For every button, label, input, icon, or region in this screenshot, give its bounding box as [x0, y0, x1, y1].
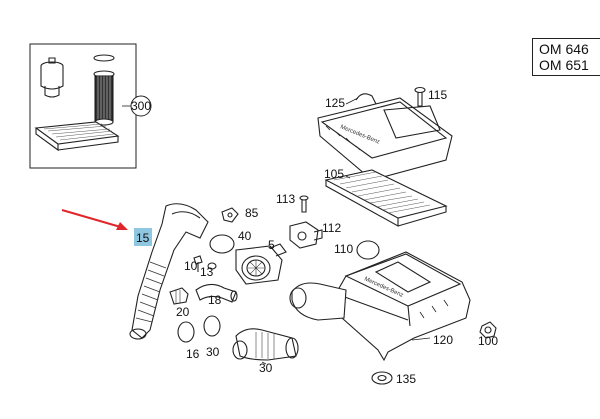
part-label-120[interactable]: 30	[259, 361, 273, 375]
part-label-30[interactable]: 30	[206, 345, 220, 359]
washer-icon[interactable]	[207, 262, 217, 270]
part-label-125[interactable]: 125	[325, 96, 345, 110]
air-filter-element-part[interactable]	[324, 169, 448, 227]
engine-code-1: OM 646	[539, 41, 589, 57]
part-label-105[interactable]: 105	[324, 167, 344, 181]
red-arrow-icon	[61, 209, 128, 230]
seal-icon[interactable]	[356, 240, 380, 260]
part-label-85[interactable]: 85	[245, 206, 259, 220]
part-label-5[interactable]: 5	[268, 238, 275, 252]
connector-icon[interactable]	[169, 287, 189, 305]
part-label-135[interactable]: 100	[478, 334, 498, 348]
part-label-15[interactable]: 15	[136, 231, 150, 245]
air-mass-meter-part[interactable]	[235, 243, 287, 285]
part-label-110[interactable]: 110	[334, 242, 353, 256]
screw-icon[interactable]	[414, 86, 426, 107]
engine-code-2: OM 651	[539, 57, 589, 73]
clamp-icon[interactable]	[203, 315, 221, 337]
part-label-100[interactable]: 120	[433, 333, 453, 347]
part-label-112[interactable]: 112	[322, 221, 341, 235]
intake-duct-part[interactable]	[232, 328, 299, 361]
bolt-icon[interactable]	[193, 255, 203, 272]
hose-part[interactable]	[195, 283, 238, 303]
screw-icon[interactable]	[299, 195, 309, 213]
upper-housing-part[interactable]: Mercedes-Benz	[317, 93, 453, 181]
part-label-13[interactable]: 13	[200, 265, 214, 279]
part-label-130[interactable]: 135	[396, 372, 416, 386]
fuel-filter-icon	[40, 57, 64, 98]
part-label-300[interactable]: 300	[131, 99, 151, 113]
part-label-20[interactable]: 20	[176, 305, 190, 319]
highlight-box	[134, 228, 152, 246]
part-label-115[interactable]: 115	[428, 88, 447, 102]
intake-pipe-part[interactable]	[129, 203, 209, 340]
engine-code-box: OM 646 OM 651	[532, 38, 600, 76]
nut-icon[interactable]	[479, 321, 497, 339]
intake-snorkel-part	[289, 282, 347, 321]
part-label-40[interactable]: 40	[238, 229, 252, 243]
grommet-icon[interactable]	[371, 371, 393, 385]
seal-ring-icon[interactable]	[209, 234, 235, 254]
sensor-icon[interactable]	[289, 221, 323, 249]
part-label-18[interactable]: 18	[208, 293, 222, 307]
clamp-icon[interactable]	[177, 321, 195, 343]
air-filter-panel-icon	[34, 121, 120, 152]
part-label-113[interactable]: 113	[276, 192, 295, 206]
part-label-16[interactable]: 16	[186, 347, 200, 361]
part-label-10[interactable]: 10	[184, 259, 198, 273]
filter-kit-inset[interactable]	[29, 43, 152, 169]
clip-icon[interactable]	[221, 207, 239, 223]
